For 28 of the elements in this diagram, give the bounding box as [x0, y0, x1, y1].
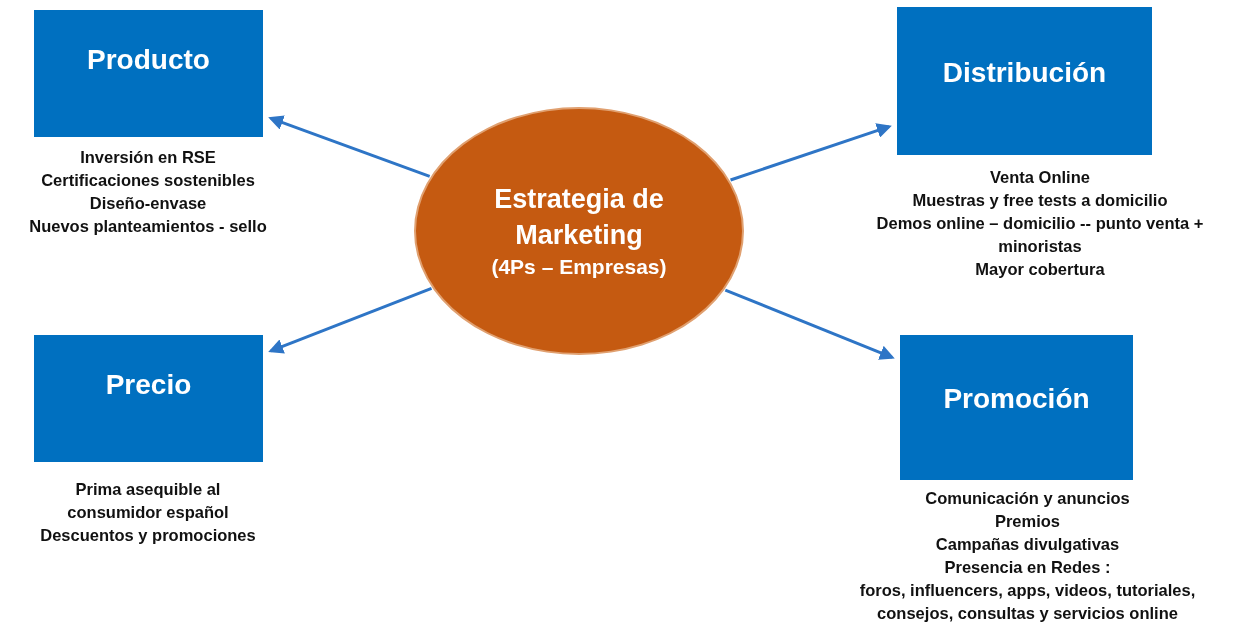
bullet-text: Mayor cobertura — [974, 259, 1106, 280]
box-title: Precio — [105, 369, 192, 401]
bullet-text: Demos online – domicilio -- punto venta + minoristas — [875, 213, 1205, 257]
bullet-text: Venta Online — [989, 167, 1091, 188]
category-box — [900, 335, 1133, 480]
bullet-text: Muestras y free tests a domicilio — [911, 190, 1169, 211]
category-box — [34, 335, 263, 462]
bullet-text: Comunicación y anuncios — [924, 488, 1131, 509]
bullet-text: foros, influencers, apps, videos, tutoriales, consejos, consultas y servicios online — [858, 580, 1197, 624]
bullet-text: Certificaciones sostenibles — [40, 170, 256, 191]
bullet-text: Prima asequible al consumidor español — [66, 479, 230, 523]
bullet-text: Diseño-envase — [88, 193, 208, 214]
box-title: Distribución — [942, 57, 1107, 89]
center-title: Estrategia de Marketing — [493, 183, 665, 252]
bullet-text: Descuentos y promociones — [39, 525, 257, 546]
box-title: Promoción — [943, 383, 1090, 415]
bullet-text: Presencia en Redes : — [943, 557, 1112, 578]
category-box — [34, 10, 263, 137]
arrow — [268, 287, 433, 354]
bullet-text: Campañas divulgativas — [934, 534, 1121, 555]
arrow — [730, 123, 892, 182]
bullet-text: Inversión en RSE — [79, 147, 217, 168]
center-subtitle: (4Ps – Empresas) — [491, 254, 667, 280]
bullet-text: Nuevos planteamientos - sello — [28, 216, 268, 237]
box-title: Producto — [87, 44, 210, 76]
category-box — [897, 7, 1152, 155]
arrow — [724, 288, 895, 360]
bullet-text: Premios — [993, 511, 1062, 532]
